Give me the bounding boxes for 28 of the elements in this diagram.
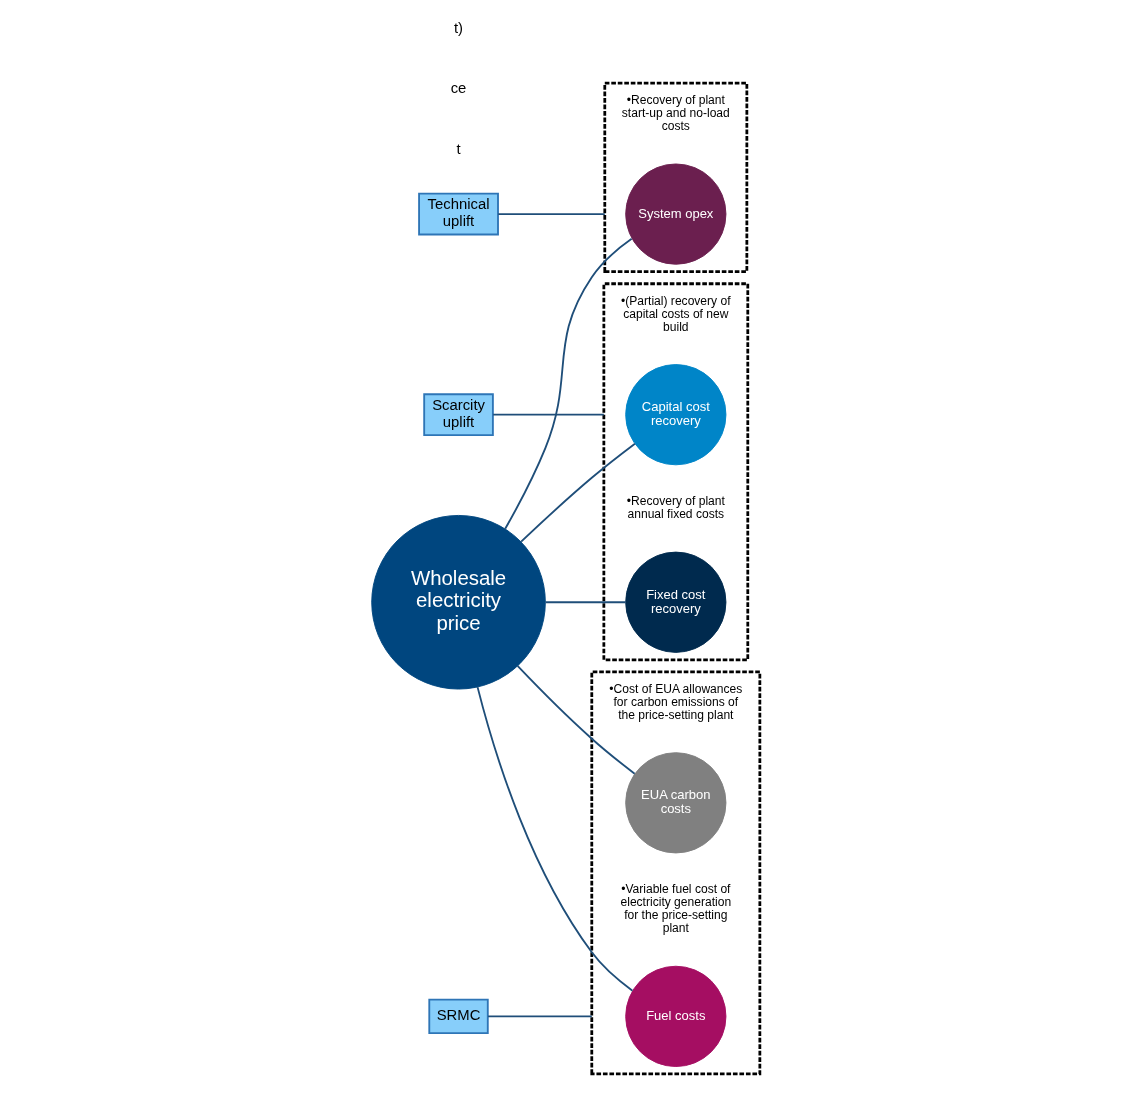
node-label: •Cost of EUA allowances for carbon emissions of the price-setting plant [609,681,743,722]
node-label: •Variable fuel cost of electricity generation for the price-setting plant [620,882,732,936]
node-circle: Wholesale electricity price [371,514,546,690]
connector [504,237,633,530]
node-label: •(Partial) recovery of capital costs of new build [621,293,731,334]
label: t) [454,19,464,36]
node-label: •Recovery of plant start-up and no-load costs [621,92,730,133]
connector [497,213,606,216]
node-circle: Capital cost recovery [625,364,727,466]
node-label: •Recovery of plant annual fixed costs [626,494,725,522]
connector [520,442,636,543]
connector [487,1015,593,1018]
connector [492,413,605,416]
node-circle: Fuel costs [625,965,727,1067]
node-circle: System opex [625,163,727,265]
label: ce [450,80,467,97]
node-circle: EUA carbon costs [625,752,727,854]
cluster [603,81,749,274]
node-box: Technical uplift [418,192,499,236]
node-circle: Fixed cost recovery [625,551,727,653]
cluster [602,282,750,662]
node-box: Scarcity uplift [423,393,494,437]
label: t [456,140,461,157]
connector [544,601,627,604]
connector [476,686,634,992]
connector [516,665,636,775]
cluster [590,670,762,1076]
node-box: SRMC [428,998,489,1035]
